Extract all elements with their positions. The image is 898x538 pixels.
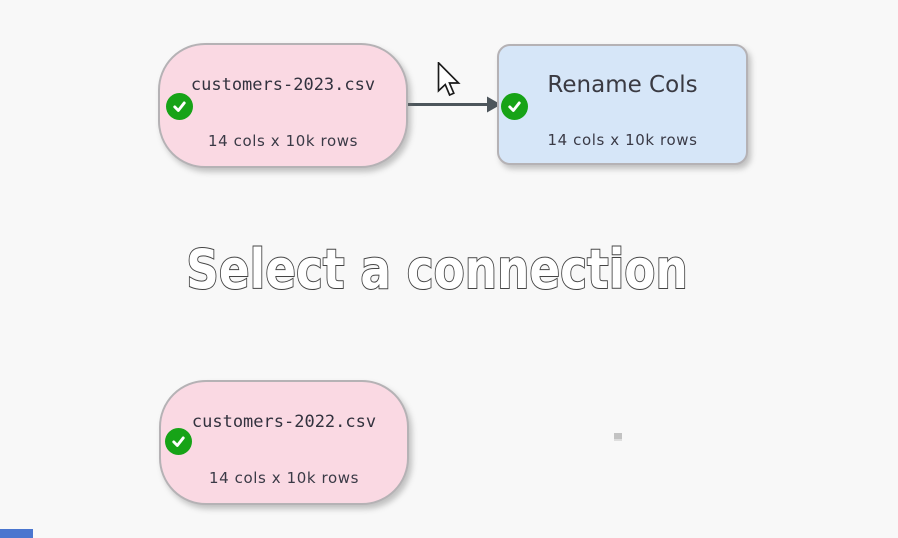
node-title: Rename Cols [547,72,698,98]
hint-select-a-connection: Select a connection [185,237,688,302]
connection-line-icon [408,96,501,113]
node-subtitle: 14 cols x 10k rows [547,131,698,149]
node-customers-2022[interactable]: customers-2022.csv 14 cols x 10k rows [159,380,409,505]
offscreen-blue-node-fragment [0,529,33,538]
mouse-arrow-cursor-icon [437,60,461,102]
node-rename-cols[interactable]: Rename Cols 14 cols x 10k rows [497,44,748,165]
node-title: customers-2023.csv [190,75,376,95]
status-ok-icon [165,428,192,455]
status-ok-icon [166,93,193,120]
status-ok-icon [501,93,528,120]
node-customers-2023[interactable]: customers-2023.csv 14 cols x 10k rows [158,43,408,168]
node-title: customers-2022.csv [191,412,377,432]
canvas-handle-dot [614,433,622,441]
node-subtitle: 14 cols x 10k rows [208,469,360,487]
node-subtitle: 14 cols x 10k rows [207,132,359,150]
